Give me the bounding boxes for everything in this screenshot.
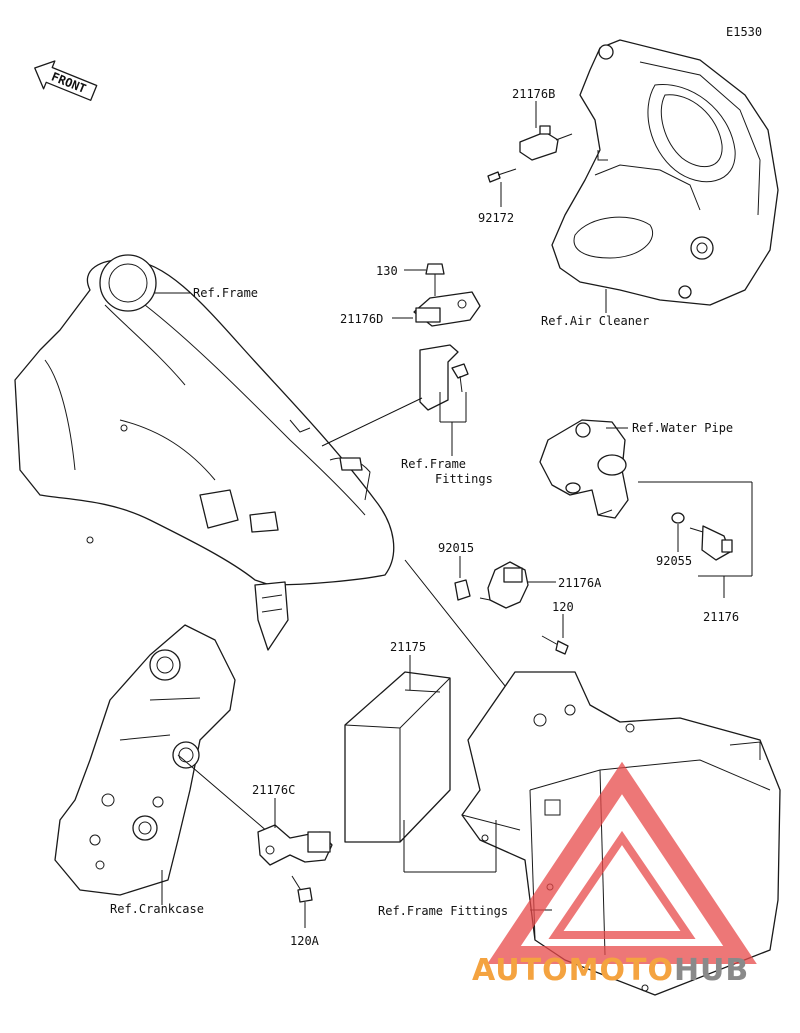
sensor-bracket — [419, 344, 469, 411]
watermark-part1: AUTOMOTO — [472, 953, 674, 988]
frame-assembly — [14, 254, 395, 651]
label-120: 120 — [552, 600, 574, 614]
washer-92055 — [671, 512, 685, 524]
sensor-21176D — [413, 291, 481, 327]
bolt-130 — [425, 263, 445, 296]
collar-92015 — [454, 579, 471, 601]
watermark-logo — [487, 761, 757, 964]
diagram-code: E1530 — [726, 25, 762, 39]
label-92055: 92055 — [656, 554, 692, 568]
label-130: 130 — [376, 264, 398, 278]
ref-frame-fittings-line1: Ref.Frame — [401, 457, 466, 471]
label-21176C: 21176C — [252, 783, 295, 797]
label-92172: 92172 — [478, 211, 514, 225]
label-21176A: 21176A — [558, 576, 602, 590]
label-21176: 21176 — [703, 610, 739, 624]
front-arrow-icon: FRONT — [34, 60, 98, 101]
ref-frame: Ref.Frame — [193, 286, 258, 300]
ref-air-cleaner: Ref.Air Cleaner — [541, 314, 649, 328]
bolt-120 — [541, 635, 569, 655]
ref-water-pipe: Ref.Water Pipe — [632, 421, 733, 435]
sensor-21176 — [689, 525, 733, 561]
label-92015: 92015 — [438, 541, 474, 555]
label-21176D: 21176D — [340, 312, 383, 326]
ref-frame-fittings-line2: Fittings — [435, 472, 493, 486]
bolt-92172 — [487, 168, 517, 183]
sensor-21176C — [257, 824, 333, 866]
bolt-120A — [291, 875, 313, 903]
watermark-text: AUTOMOTOHUB — [472, 953, 749, 988]
label-120A: 120A — [290, 934, 320, 948]
label-21176B: 21176B — [512, 87, 555, 101]
ecu-21175 — [344, 671, 451, 843]
watermark-part2: HUB — [674, 953, 749, 988]
ref-frame-fittings-lower: Ref.Frame Fittings — [378, 904, 508, 918]
crankcase — [54, 624, 236, 896]
water-pipe-housing — [539, 419, 629, 519]
label-21175: 21175 — [390, 640, 426, 654]
air-cleaner-housing — [551, 39, 779, 306]
ref-crankcase: Ref.Crankcase — [110, 902, 204, 916]
sensor-21176B — [519, 125, 573, 161]
sensor-21176A — [479, 561, 529, 609]
